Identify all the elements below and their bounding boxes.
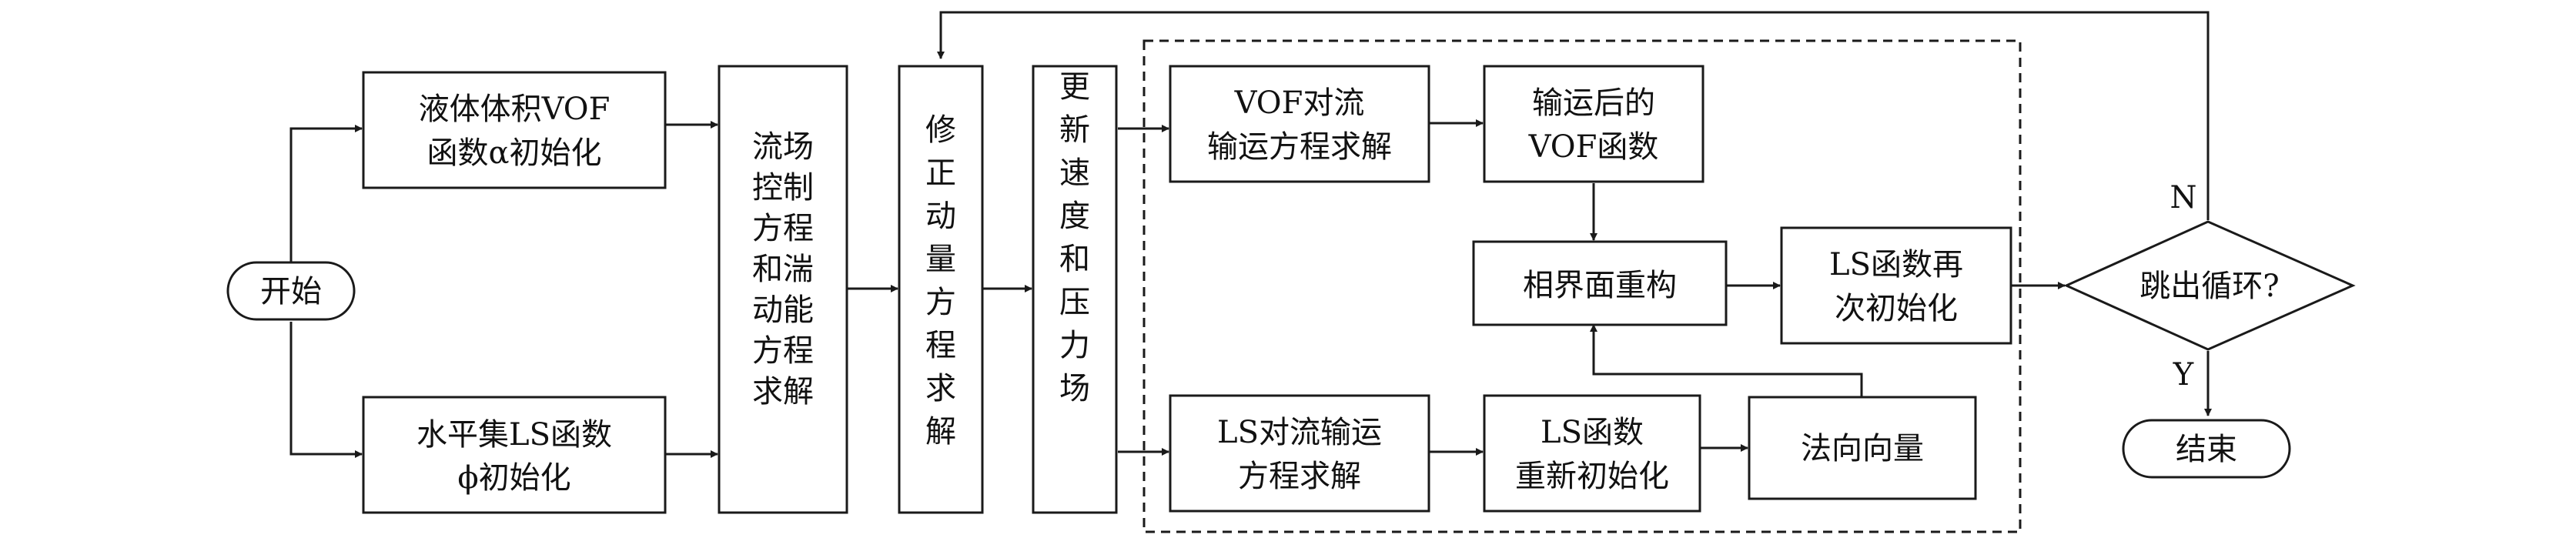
vof-after-line-2: VOF函数 [1528,129,1659,165]
reconstruct-node: 相界面重构 [1472,240,1728,326]
flow-solve-line-1: 流场 [752,129,814,165]
vof-after-line-1: 输运后的 [1532,85,1655,121]
flow-solve-line-7: 求解 [752,374,814,409]
edge-decision-no [937,11,2210,220]
flow-solve-line-6: 方程 [752,333,814,369]
momentum-char-3: 动 [925,199,956,234]
ls-reinit-node: LS函数 重新初始化 [1483,394,1701,513]
vof-init-line-1: 液体体积VOF [419,92,611,127]
vof-after-node: 输运后的 VOF函数 [1483,65,1705,183]
edge-normal-to-reconstruct [1590,324,1863,396]
end-node: 结束 [2122,419,2291,479]
decision-label: 跳出循环? [2139,269,2279,304]
edge-start-to-ls [289,322,363,458]
flow-solve-line-3: 方程 [752,211,814,246]
start-node: 开始 [226,261,356,321]
normal-vector-label: 法向向量 [1801,431,1924,466]
update-char-1: 更 [1059,69,1090,105]
flow-solve-line-5: 动能 [752,292,814,328]
momentum-char-7: 求 [925,371,956,406]
momentum-node: 修 正 动 量 方 程 求 解 [898,65,984,514]
update-char-6: 压 [1059,285,1090,320]
update-char-5: 和 [1059,242,1090,277]
vof-advection-line-1: VOF对流 [1234,85,1365,121]
flow-solve-line-4: 和湍 [752,252,814,287]
branch-label-yes: Y [2173,357,2194,393]
vof-init-node: 液体体积VOF 函数α初始化 [362,71,667,189]
end-label: 结束 [2176,432,2237,467]
edge-start-to-vof [289,125,363,289]
normal-vector-node: 法向向量 [1748,396,1977,500]
reconstruct-label: 相界面重构 [1523,268,1677,303]
ls-advection-line-2: 方程求解 [1238,459,1361,494]
ls-init-line-1: 水平集LS函数 [417,417,612,453]
decision-node: 跳出循环? [2063,220,2356,351]
branch-label-no: N [2170,180,2197,216]
momentum-char-8: 解 [925,414,956,449]
momentum-char-2: 正 [925,155,956,191]
ls-reinit2-line-1: LS函数再 [1829,247,1963,282]
ls-reinit2-line-2: 次初始化 [1835,291,1958,326]
flow-solve-node: 流场 控制 方程 和湍 动能 方程 求解 [718,65,848,514]
solver-group-frame [1142,39,2022,533]
update-node: 更 新 速 度 和 压 力 场 [1032,65,1118,514]
momentum-char-1: 修 [925,112,956,148]
ls-reinit-line-2: 重新初始化 [1515,459,1669,494]
flow-solve-line-2: 控制 [752,170,814,206]
ls-reinit2-node: LS函数再 次初始化 [1780,226,2012,345]
update-char-3: 速 [1059,155,1090,191]
ls-advection-node: LS对流输运 方程求解 [1169,394,1430,513]
update-char-7: 力 [1059,328,1090,363]
update-char-4: 度 [1059,199,1090,234]
ls-advection-line-1: LS对流输运 [1217,415,1382,450]
connectors [289,11,2212,458]
ls-init-node: 水平集LS函数 ϕ初始化 [362,396,667,514]
momentum-char-5: 方 [925,285,956,320]
vof-init-line-2: 函数α初始化 [427,135,601,171]
vof-advection-node: VOF对流 输运方程求解 [1169,65,1430,183]
vof-advection-line-2: 输运方程求解 [1207,129,1392,165]
momentum-char-4: 量 [925,242,956,277]
ls-reinit-line-1: LS函数 [1541,415,1644,450]
momentum-char-6: 程 [925,328,956,363]
update-char-8: 场 [1059,371,1090,406]
update-char-2: 新 [1059,112,1090,148]
ls-init-line-2: ϕ初始化 [457,460,570,496]
start-label: 开始 [260,274,322,309]
